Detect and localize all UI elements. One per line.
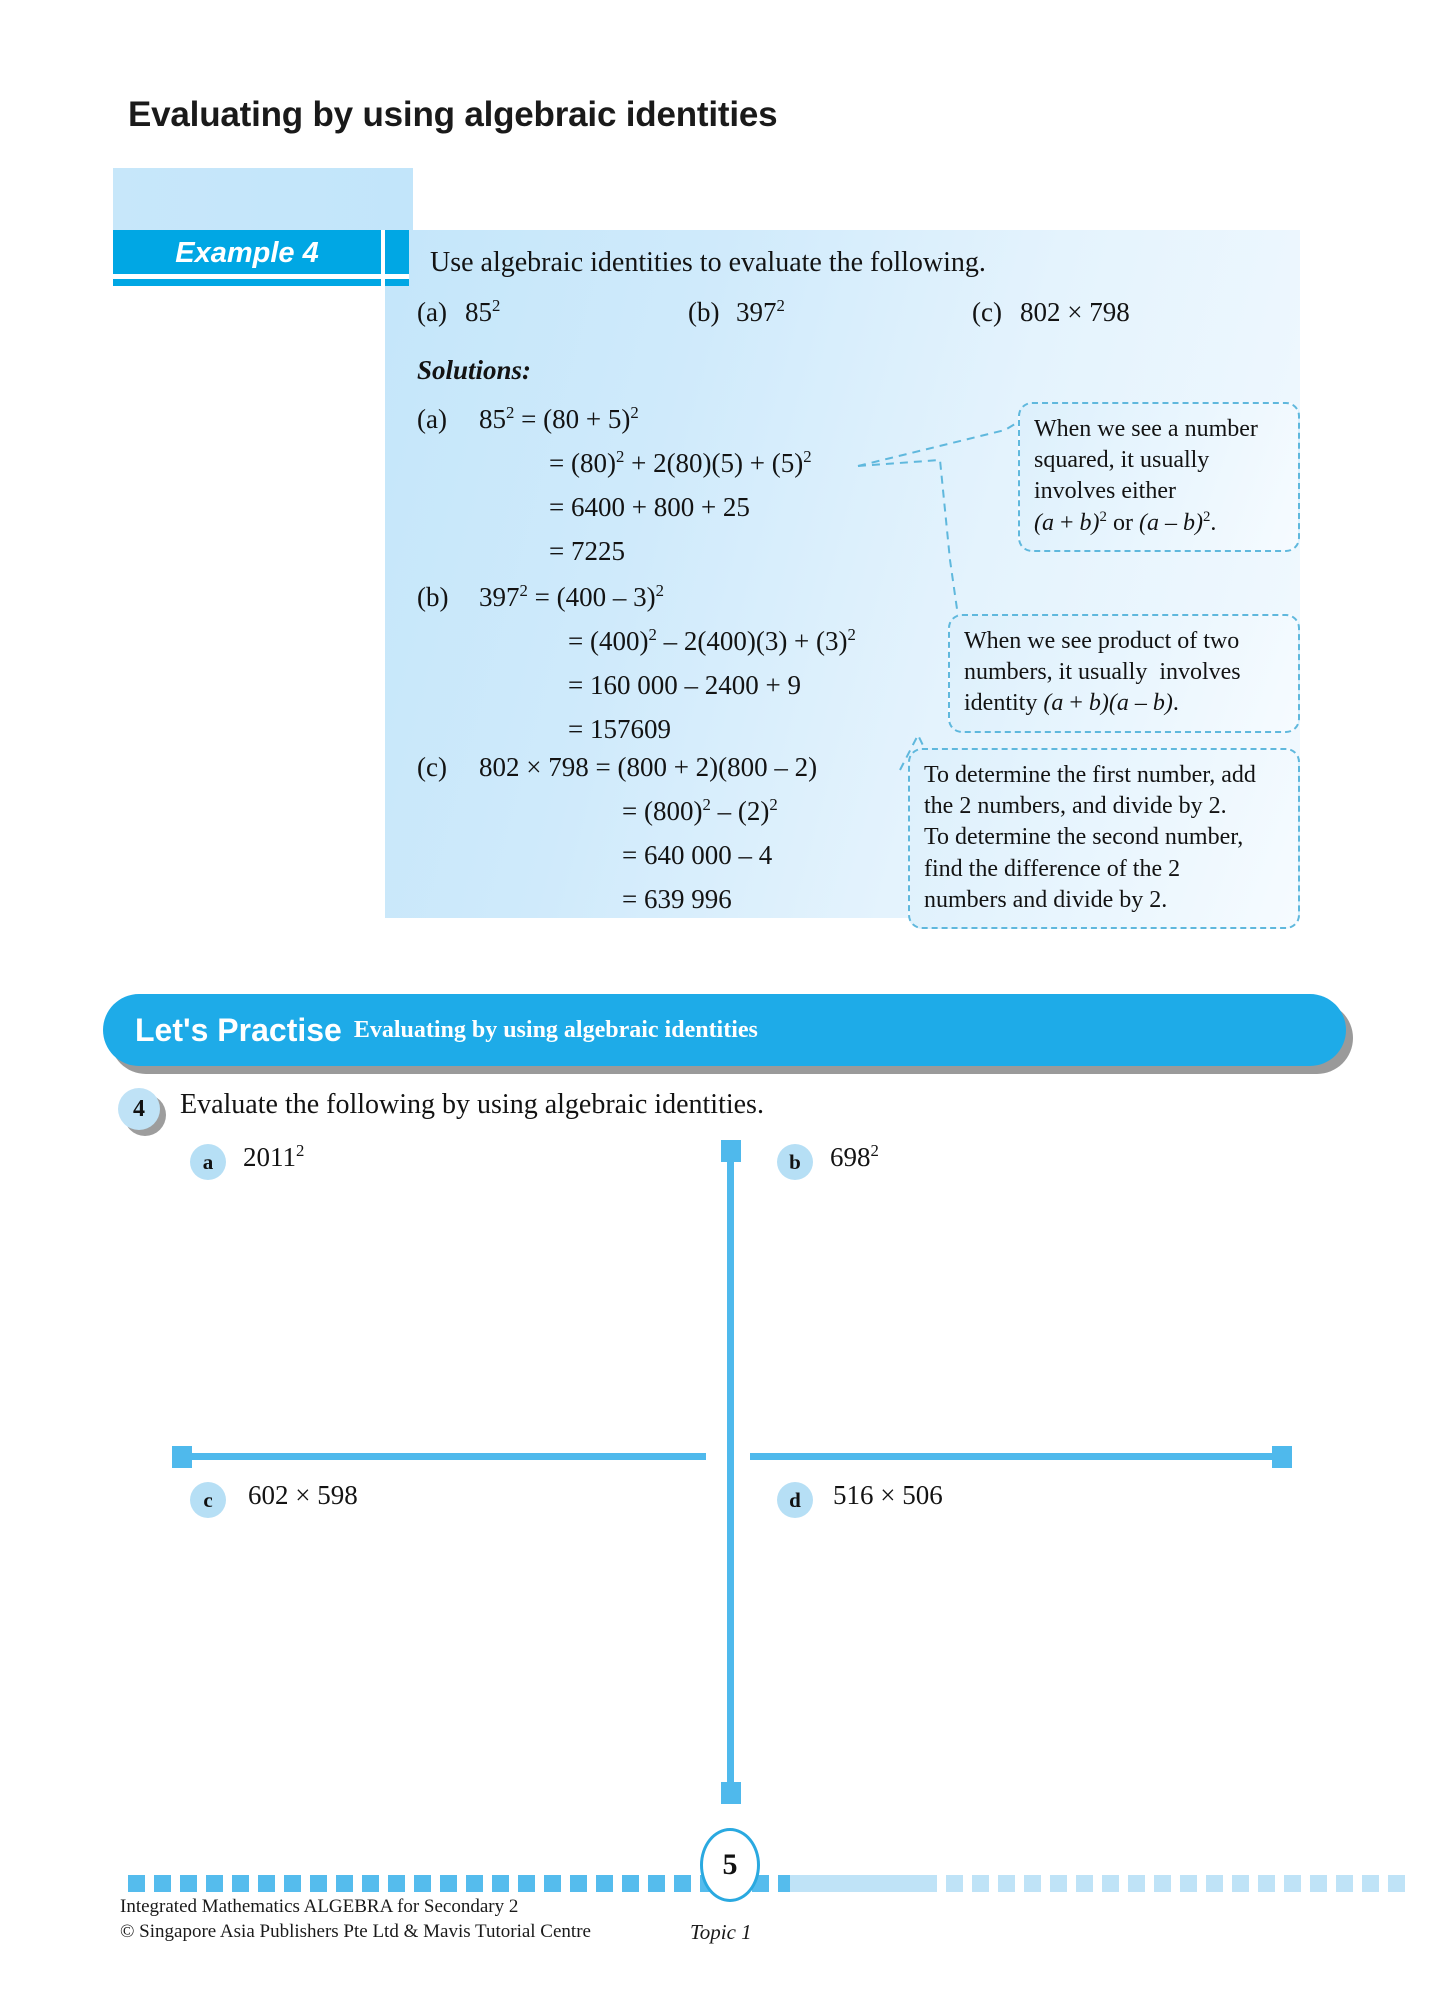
part-a-badge: a bbox=[190, 1144, 226, 1180]
example-instruction: Use algebraic identities to evaluate the… bbox=[430, 247, 986, 278]
example-problem-b: (b) 3972 bbox=[688, 297, 785, 328]
example-tab-gap bbox=[113, 274, 381, 279]
question-text: Evaluate the following by using algebrai… bbox=[180, 1089, 764, 1120]
example-problem-c-label: (c) bbox=[972, 297, 1002, 327]
answer-divider-bottom-cap bbox=[721, 1782, 741, 1804]
answer-rule-right-cap bbox=[1272, 1446, 1292, 1468]
solution-b-label: (b) bbox=[417, 582, 449, 612]
solution-c-label: (c) bbox=[417, 752, 447, 782]
solutions-heading: Solutions: bbox=[417, 355, 532, 385]
answer-divider-top-cap bbox=[721, 1140, 741, 1162]
page-number-badge: 5 bbox=[700, 1828, 760, 1902]
part-d-expr: 516 × 506 bbox=[833, 1480, 943, 1510]
practise-subtitle: Evaluating by using algebraic identities bbox=[353, 1016, 758, 1043]
solution-c-line-1: 802 × 798 = (800 + 2)(800 – 2) bbox=[479, 752, 818, 782]
solution-b-line-4: = 157609 bbox=[568, 714, 671, 744]
part-c-expr: 602 × 598 bbox=[248, 1480, 358, 1510]
footer-copyright: © Singapore Asia Publishers Pte Ltd & Ma… bbox=[120, 1921, 591, 1942]
part-a-expr: 20112 bbox=[243, 1141, 305, 1172]
part-c-badge: c bbox=[190, 1482, 226, 1518]
solution-c-line-2: = (800)2 – (2)2 bbox=[622, 795, 778, 826]
footer-book-title: Integrated Mathematics ALGEBRA for Secon… bbox=[120, 1896, 519, 1917]
solution-b-line-1: 3972 = (400 – 3)2 bbox=[479, 581, 664, 612]
solution-a-line-4: = 7225 bbox=[549, 536, 625, 566]
part-b-badge: b bbox=[777, 1144, 813, 1180]
practise-title: Let's Practise bbox=[135, 1011, 342, 1048]
example-top-strip bbox=[113, 168, 413, 230]
footer-dot-rule-right bbox=[790, 1875, 1405, 1892]
example-problem-c: (c) 802 × 798 bbox=[972, 297, 1130, 328]
solution-c-line-4: = 639 996 bbox=[622, 884, 732, 914]
solution-a-line-2: = (80)2 + 2(80)(5) + (5)2 bbox=[549, 447, 812, 478]
solution-a-label: (a) bbox=[417, 404, 447, 434]
example-tab: Example 4 bbox=[113, 230, 381, 286]
example-problem-a-label: (a) bbox=[417, 297, 447, 327]
example-problem-b-expr: 3972 bbox=[736, 296, 785, 327]
example-tab-accent-gap bbox=[385, 274, 409, 279]
example-tab-label: Example 4 bbox=[175, 236, 319, 269]
answer-divider-vertical bbox=[727, 1148, 734, 1800]
solution-b-line-3: = 160 000 – 2400 + 9 bbox=[568, 670, 801, 700]
example-problem-b-label: (b) bbox=[688, 297, 720, 327]
part-d-badge: d bbox=[777, 1482, 813, 1518]
solution-b-line-2: = (400)2 – 2(400)(3) + (3)2 bbox=[568, 625, 856, 656]
example-problem-c-expr: 802 × 798 bbox=[1020, 297, 1130, 327]
answer-rule-left-cap bbox=[172, 1446, 192, 1468]
example-problem-a: (a) 852 bbox=[417, 297, 500, 328]
question-number-badge: 4 bbox=[118, 1088, 160, 1130]
solution-a-line-1: 852 = (80 + 5)2 bbox=[479, 403, 639, 434]
footer-topic: Topic 1 bbox=[690, 1920, 752, 1944]
solution-a-line-3: = 6400 + 800 + 25 bbox=[549, 492, 750, 522]
page-title: Evaluating by using algebraic identities bbox=[128, 95, 778, 134]
answer-rule-right bbox=[750, 1453, 1284, 1460]
part-b-expr: 6982 bbox=[830, 1141, 879, 1172]
solution-c-line-3: = 640 000 – 4 bbox=[622, 840, 773, 870]
practise-banner: Let's Practise Evaluating by using algeb… bbox=[103, 994, 1346, 1066]
example-problem-a-expr: 852 bbox=[465, 296, 501, 327]
answer-rule-left bbox=[176, 1453, 706, 1460]
